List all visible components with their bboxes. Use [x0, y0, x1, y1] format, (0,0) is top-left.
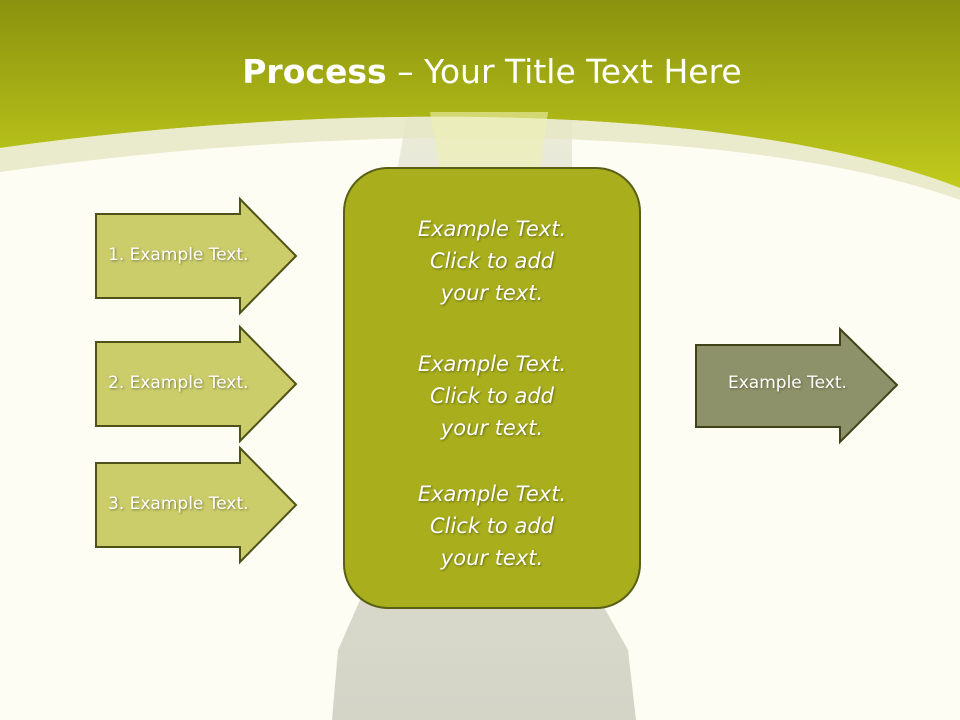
title-bold: Process: [242, 52, 387, 91]
input-arrow-3[interactable]: [95, 445, 298, 565]
lamp-glow: [430, 112, 548, 170]
title-text: Your Title Text Here: [424, 52, 742, 91]
center-text-line: Example Text.: [417, 352, 567, 376]
slide-title[interactable]: Process – Your Title Text Here: [0, 52, 960, 91]
header-swoosh: [0, 116, 960, 200]
center-text-block-3[interactable]: Example Text. Click to add your text.: [346, 478, 638, 574]
input-arrow-1[interactable]: [95, 196, 298, 316]
center-text-line: Click to add: [429, 384, 554, 408]
output-arrow[interactable]: [695, 326, 899, 445]
input-arrow-2-label[interactable]: 2. Example Text.: [108, 373, 249, 393]
center-text-line: your text.: [440, 416, 544, 440]
title-dash: –: [386, 52, 425, 91]
output-arrow-label[interactable]: Example Text.: [728, 373, 847, 393]
center-text-line: Click to add: [429, 514, 554, 538]
header-band: [0, 0, 960, 188]
center-text-block-2[interactable]: Example Text. Click to add your text.: [346, 348, 638, 444]
input-arrow-2[interactable]: [95, 324, 298, 444]
center-text-line: your text.: [440, 281, 544, 305]
center-text-line: Click to add: [429, 249, 554, 273]
center-text-block-1[interactable]: Example Text. Click to add your text.: [346, 213, 638, 309]
input-arrow-3-label[interactable]: 3. Example Text.: [108, 494, 249, 514]
center-text-line: Example Text.: [417, 482, 567, 506]
input-arrow-1-label[interactable]: 1. Example Text.: [108, 245, 249, 265]
center-text-line: Example Text.: [417, 217, 567, 241]
center-text-line: your text.: [440, 546, 544, 570]
center-process-box[interactable]: [343, 167, 641, 609]
